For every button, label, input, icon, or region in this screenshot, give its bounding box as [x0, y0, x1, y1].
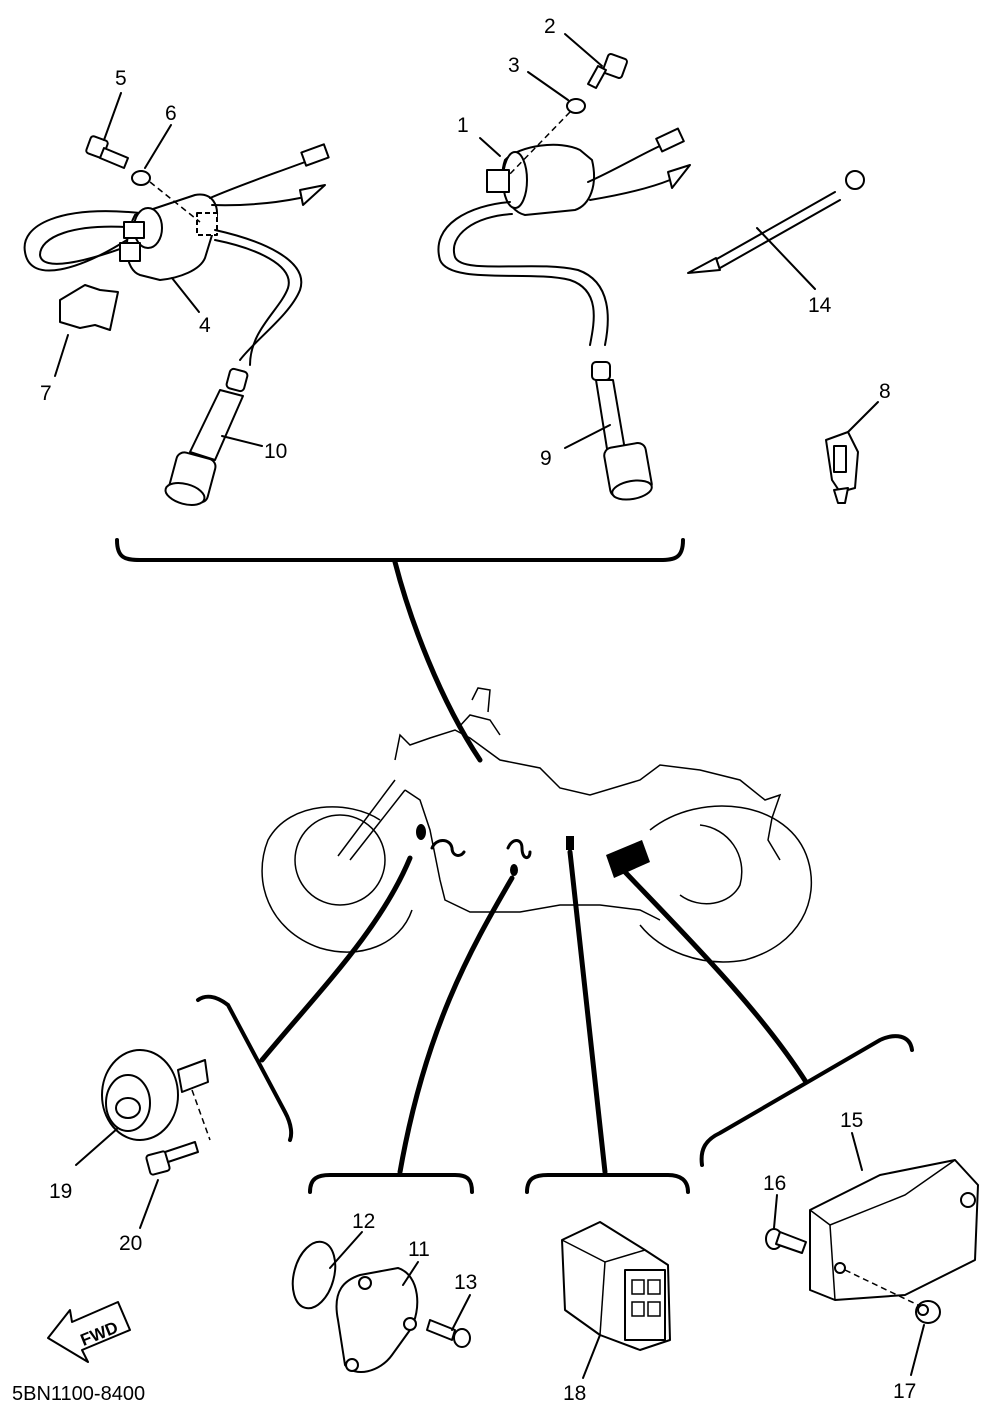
bolt-20 — [145, 1141, 199, 1176]
callout-labels: 1 2 3 4 5 6 7 8 9 10 11 12 13 14 15 16 1… — [40, 15, 916, 1405]
leader-relay — [567, 849, 608, 1175]
callout-9: 9 — [540, 447, 552, 470]
callout-10: 10 — [264, 440, 287, 463]
clamp-7 — [59, 284, 119, 331]
callout-19: 19 — [49, 1180, 72, 1203]
bolt-2 — [587, 53, 628, 89]
callout-7: 7 — [40, 382, 52, 405]
bolt-5 — [85, 135, 129, 169]
motorcycle-outline — [261, 687, 813, 963]
rectifier-regulator-15 — [809, 1159, 979, 1306]
callout-5: 5 — [115, 67, 127, 90]
bolt-16 — [765, 1228, 807, 1254]
leader-horn — [259, 855, 413, 1063]
relay-group-bracket — [525, 1173, 690, 1194]
upper-group-bracket — [115, 538, 685, 562]
callout-14: 14 — [808, 294, 832, 317]
callout-4: 4 — [199, 314, 211, 337]
callout-8: 8 — [879, 380, 891, 403]
callout-20: 20 — [119, 1232, 142, 1255]
callout-15: 15 — [840, 1109, 863, 1132]
callout-3: 3 — [508, 54, 520, 77]
diagram-code: 5BN1100-8400 — [12, 1383, 145, 1405]
callout-18: 18 — [563, 1382, 586, 1405]
callout-11: 11 — [408, 1238, 430, 1261]
callout-12: 12 — [352, 1210, 375, 1233]
callout-16: 16 — [763, 1172, 786, 1195]
plug-cap-9 — [591, 361, 653, 501]
washer-6 — [131, 170, 151, 186]
callout-6: 6 — [165, 102, 177, 125]
callout-17: 17 — [893, 1380, 916, 1403]
clip-8 — [825, 431, 859, 504]
screw-13 — [426, 1319, 471, 1348]
sensor-cover-11 — [335, 1267, 419, 1374]
horn-19 — [101, 1049, 211, 1141]
plug-cap-10 — [164, 367, 249, 506]
washer-3 — [566, 98, 586, 114]
callout-leaders — [54, 33, 925, 1379]
collar-17 — [915, 1300, 941, 1324]
o-ring-12 — [291, 1240, 337, 1310]
right-ignition-coil-assembly — [437, 53, 865, 504]
lead-wire-14 — [687, 170, 865, 274]
callout-13: 13 — [454, 1271, 477, 1294]
leader-sensor — [397, 875, 515, 1175]
leader-upper-group — [392, 559, 483, 763]
fwd-arrow: FWD — [47, 1301, 131, 1363]
callout-1: 1 — [457, 114, 469, 137]
sensor-group-bracket — [308, 1173, 474, 1194]
callout-2: 2 — [544, 15, 556, 38]
relay-18 — [561, 1221, 671, 1351]
left-ignition-coil-assembly — [23, 135, 330, 506]
rectifier-group-bracket — [699, 1034, 914, 1167]
leader-rectifier — [622, 869, 809, 1085]
horn-group-bracket — [196, 994, 294, 1142]
